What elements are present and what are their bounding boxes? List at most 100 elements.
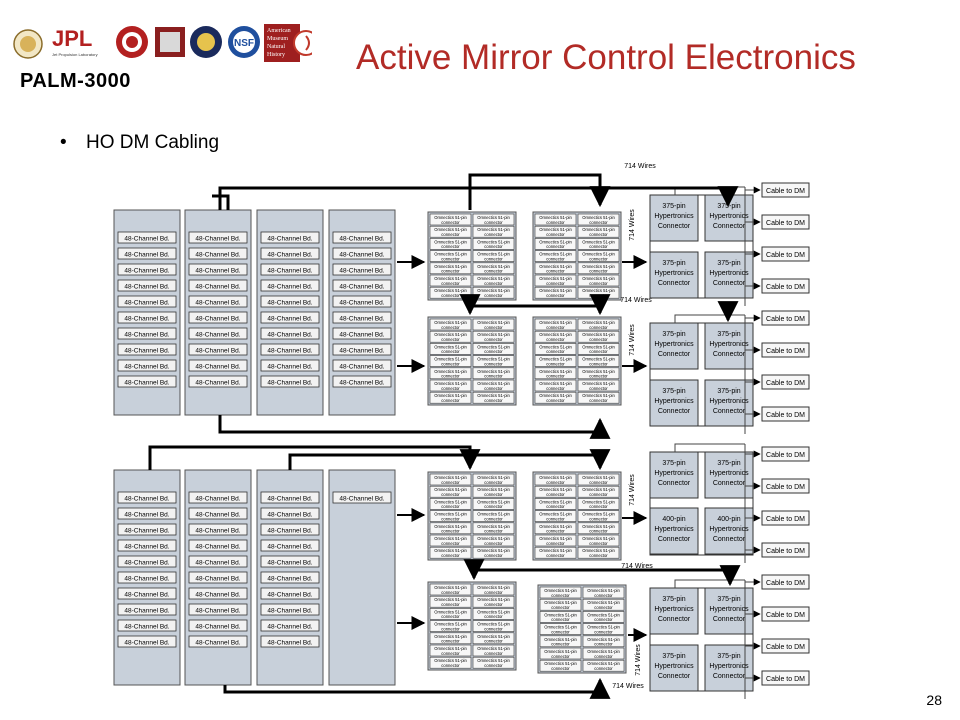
- omnectics-label: Omnectics 51-pin: [582, 512, 615, 517]
- omnectics-label: Omnectics 51-pin: [477, 227, 510, 232]
- omnectics-connector: [582, 611, 625, 623]
- cable-to-dm: [761, 510, 810, 526]
- omnectics-label: connector: [546, 244, 565, 249]
- omnectics-connector: [577, 522, 620, 535]
- omnectics-label: connector: [551, 605, 570, 610]
- cable-to-dm: [761, 478, 810, 494]
- board-slot: [117, 343, 177, 356]
- omnectics-connector: [472, 379, 515, 392]
- omnectics-label: connector: [484, 651, 503, 656]
- board-slot: [188, 539, 248, 552]
- omnectics-label: Omnectics 51-pin: [477, 634, 510, 639]
- board-slot-label: 48-Channel Bd.: [195, 640, 240, 647]
- hyper-group-3: [649, 587, 754, 692]
- wires-label: 714 Wires: [612, 683, 644, 690]
- board-slot: [117, 375, 177, 388]
- omnectics-label: Omnectics 51-pin: [582, 548, 615, 553]
- omnectics-connector: [472, 330, 515, 343]
- omnectics-label: connector: [441, 504, 460, 509]
- hyper-label: 375-pin: [717, 331, 740, 338]
- board-slot: [260, 507, 320, 520]
- slide-title: Active Mirror Control Electronics: [356, 38, 856, 77]
- omnectics-label: Omnectics 51-pin: [544, 649, 577, 654]
- cable-label: Cable to DM: [766, 348, 805, 355]
- hyper-connector: [649, 194, 699, 242]
- cable-label: Cable to DM: [766, 580, 805, 587]
- board-slot: [332, 375, 392, 388]
- hyper-group-2: [649, 451, 754, 556]
- svg-text:Jet Propulsion Laboratory: Jet Propulsion Laboratory: [52, 52, 98, 57]
- bullet-item: •HO DM Cabling: [60, 132, 219, 154]
- omnectics-connector: [534, 391, 577, 404]
- board-slot: [332, 491, 392, 504]
- board-slot: [188, 279, 248, 292]
- board-slot-label: 48-Channel Bd.: [195, 332, 240, 339]
- omnectics-label: Omnectics 51-pin: [544, 600, 577, 605]
- omnectics-connector: [429, 250, 472, 262]
- omnectics-label: Omnectics 51-pin: [539, 332, 572, 337]
- omnectics-label: connector: [551, 593, 570, 598]
- hyper-label: Connector: [713, 616, 746, 623]
- omnectics-label: Omnectics 51-pin: [539, 227, 572, 232]
- loop-bottom-1: [148, 445, 481, 471]
- board-slot-label: 48-Channel Bd.: [339, 236, 384, 243]
- board-slot: [260, 571, 320, 584]
- omnectics-label: connector: [441, 256, 460, 261]
- omnectics-label: Omnectics 51-pin: [539, 393, 572, 398]
- board-slot: [188, 247, 248, 260]
- omnectics-label: Omnectics 51-pin: [539, 548, 572, 553]
- omnectics-label: Omnectics 51-pin: [477, 357, 510, 362]
- omnectics-label: Omnectics 51-pin: [582, 357, 615, 362]
- omnectics-label: connector: [589, 361, 608, 366]
- cable-label: Cable to DM: [766, 284, 805, 291]
- omnectics-connector: [429, 583, 472, 596]
- omnectics-label: connector: [484, 293, 503, 298]
- omnectics-label: Omnectics 51-pin: [539, 357, 572, 362]
- board-slot: [332, 279, 392, 292]
- omnectics-label: connector: [484, 602, 503, 607]
- omnectics-connector: [429, 274, 472, 287]
- omnectics-label: Omnectics 51-pin: [477, 658, 510, 663]
- cable-to-dm: [761, 542, 810, 558]
- omnectics-connector: [472, 534, 515, 547]
- board-slot: [260, 635, 320, 648]
- omnectics-label: connector: [441, 639, 460, 644]
- cable-label: Cable to DM: [766, 484, 805, 491]
- board-slot-label: 48-Channel Bd.: [124, 348, 169, 355]
- omnectics-label: Omnectics 51-pin: [434, 524, 467, 529]
- omnectics-connector: [577, 250, 620, 262]
- wires-label: 714 Wires: [635, 644, 642, 676]
- board-slot-label: 48-Channel Bd.: [124, 512, 169, 519]
- omnectics-label: connector: [484, 361, 503, 366]
- omnectics-connector: [582, 623, 625, 635]
- board-slot: [260, 375, 320, 388]
- cable-label: Cable to DM: [766, 612, 805, 619]
- omnectics-connector: [429, 498, 472, 510]
- omnectics-connector: [534, 225, 577, 238]
- omnectics-label: connector: [441, 651, 460, 656]
- omnectics-label: connector: [484, 663, 503, 668]
- omnectics-connector: [472, 225, 515, 238]
- board-slot: [117, 327, 177, 340]
- omnectics-connector: [539, 647, 582, 660]
- omnectics-connector: [472, 546, 515, 559]
- board-slot: [117, 263, 177, 276]
- omnectics-label: connector: [546, 516, 565, 521]
- omnectics-connector: [429, 644, 472, 657]
- omnectics-connector: [472, 367, 515, 380]
- omnectics-label: Omnectics 51-pin: [582, 276, 615, 281]
- omnectics-connector: [582, 635, 625, 648]
- board-slot: [117, 571, 177, 584]
- omnectics-label: Omnectics 51-pin: [434, 585, 467, 590]
- omnectics-label: Omnectics 51-pin: [477, 487, 510, 492]
- omnectics-label: connector: [546, 256, 565, 261]
- board-slot: [260, 279, 320, 292]
- omnectics-label: Omnectics 51-pin: [434, 215, 467, 220]
- omnectics-label: Omnectics 51-pin: [434, 499, 467, 504]
- board-slot: [260, 247, 320, 260]
- board-slot-label: 48-Channel Bd.: [267, 528, 312, 535]
- omnectics-label: Omnectics 51-pin: [582, 264, 615, 269]
- omnectics-connector: [429, 262, 472, 275]
- omnectics-label: connector: [546, 293, 565, 298]
- hyper-label: Hypertronics: [654, 213, 694, 220]
